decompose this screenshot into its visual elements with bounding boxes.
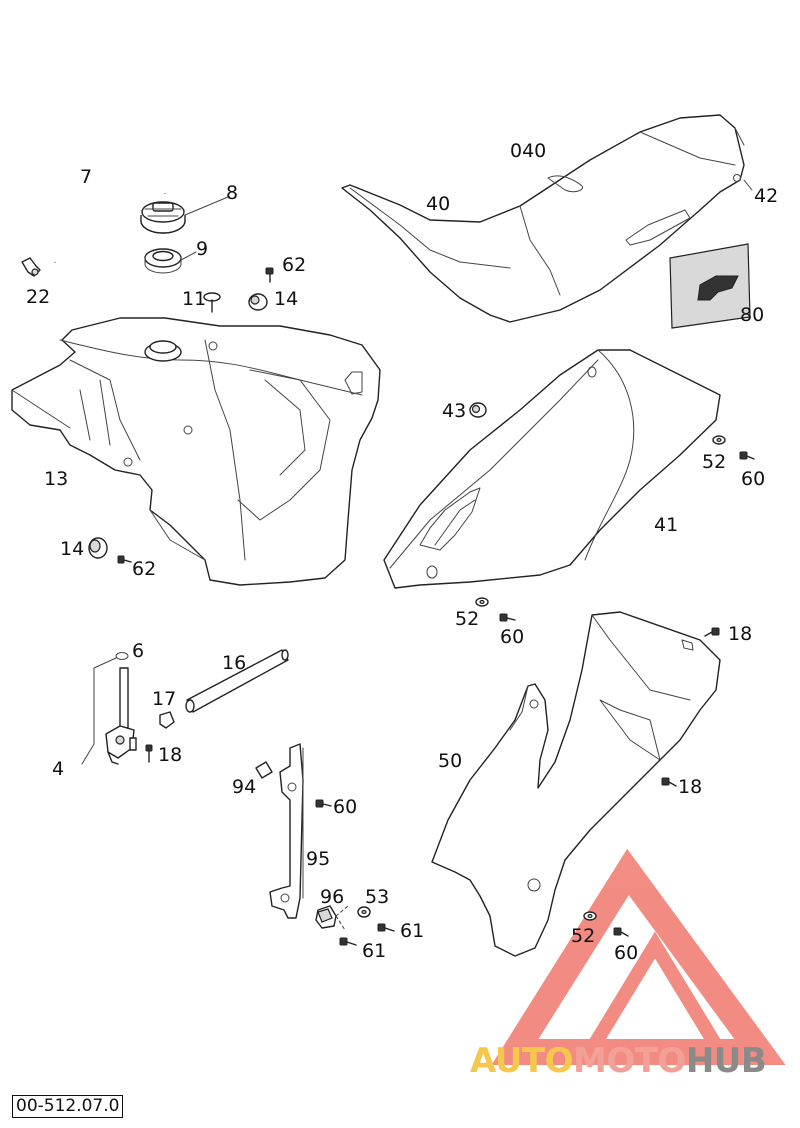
part-label: 18 bbox=[158, 744, 183, 766]
part-label: 60 bbox=[333, 796, 358, 818]
watermark-brand: AUTOMOTOHUB bbox=[470, 1041, 767, 1081]
screw-icon bbox=[117, 555, 132, 564]
o-ring-icon bbox=[115, 652, 129, 660]
part-label: 43 bbox=[442, 400, 467, 422]
decal-icon bbox=[669, 243, 751, 329]
part-label: 41 bbox=[654, 514, 679, 536]
bolt-icon bbox=[377, 923, 395, 932]
bolt-icon bbox=[739, 451, 755, 460]
watermark-triangle-icon bbox=[491, 848, 786, 1065]
screw-icon bbox=[661, 777, 677, 787]
gasket-icon bbox=[144, 248, 182, 274]
part-label: 040 bbox=[510, 140, 547, 162]
part-label: 53 bbox=[365, 886, 390, 908]
part-label: 60 bbox=[614, 942, 639, 964]
hose-clip-icon bbox=[159, 711, 175, 729]
seat-icon bbox=[341, 114, 745, 323]
part-label: 13 bbox=[44, 468, 69, 490]
washer-icon bbox=[583, 911, 597, 921]
part-label: 8 bbox=[226, 182, 239, 204]
part-label: 6 bbox=[132, 640, 145, 662]
part-label: 9 bbox=[196, 238, 209, 260]
watermark-brand-part: MOTO bbox=[572, 1041, 686, 1081]
part-label: 61 bbox=[400, 920, 425, 942]
bolt-icon bbox=[613, 927, 629, 937]
part-label: 96 bbox=[320, 886, 345, 908]
part-label: 61 bbox=[362, 940, 387, 962]
part-label: 11 bbox=[182, 288, 207, 310]
washer-icon bbox=[712, 435, 726, 445]
part-label: 50 bbox=[438, 750, 463, 772]
tank-bracket-icon bbox=[269, 743, 304, 919]
part-label: 52 bbox=[455, 608, 480, 630]
screw-icon bbox=[145, 744, 153, 763]
part-label: 62 bbox=[132, 558, 157, 580]
part-label: 16 bbox=[222, 652, 247, 674]
screw-icon bbox=[704, 627, 720, 637]
part-label: 7 bbox=[80, 166, 93, 188]
part-label: 94 bbox=[232, 776, 257, 798]
fuel-hose-icon bbox=[185, 649, 289, 713]
part-label: 80 bbox=[740, 304, 765, 326]
part-label: 52 bbox=[702, 451, 727, 473]
watermark-brand-part: HUB bbox=[685, 1041, 767, 1081]
rear-side-panel-icon bbox=[431, 611, 721, 957]
part-label: 18 bbox=[728, 623, 753, 645]
part-label: 14 bbox=[60, 538, 85, 560]
part-label: 95 bbox=[306, 848, 331, 870]
rubber-block-icon bbox=[315, 905, 337, 929]
part-label: 60 bbox=[500, 626, 525, 648]
part-label: 42 bbox=[754, 185, 779, 207]
rubber-bush-icon bbox=[255, 761, 273, 779]
part-label: 17 bbox=[152, 688, 177, 710]
washer-icon bbox=[475, 597, 489, 607]
part-label: 60 bbox=[741, 468, 766, 490]
part-label: 14 bbox=[274, 288, 299, 310]
side-cover-icon bbox=[383, 349, 721, 589]
rubber-bush-icon bbox=[88, 537, 108, 559]
bolt-icon bbox=[315, 799, 332, 808]
screw-icon bbox=[265, 267, 274, 283]
breather-hose-icon bbox=[53, 160, 167, 263]
fuel-tap-icon bbox=[105, 667, 137, 765]
rubber-bush-icon bbox=[248, 293, 268, 311]
part-label: 52 bbox=[571, 925, 596, 947]
bolt-icon bbox=[499, 613, 516, 622]
rubber-bush-icon bbox=[469, 402, 487, 418]
part-label: 18 bbox=[678, 776, 703, 798]
part-label: 40 bbox=[426, 193, 451, 215]
elbow-fitting-icon bbox=[21, 257, 41, 277]
watermark-brand-part: AUTO bbox=[470, 1041, 573, 1081]
part-label: 4 bbox=[52, 758, 65, 780]
bolt-icon bbox=[203, 292, 221, 313]
tank-cap-icon bbox=[140, 201, 186, 234]
fuel-tank-icon bbox=[11, 317, 381, 586]
washer-icon bbox=[357, 906, 371, 918]
reference-code: 00-512.07.0 bbox=[12, 1095, 124, 1118]
bolt-icon bbox=[339, 937, 357, 946]
part-label: 62 bbox=[282, 254, 307, 276]
part-label: 22 bbox=[26, 286, 51, 308]
